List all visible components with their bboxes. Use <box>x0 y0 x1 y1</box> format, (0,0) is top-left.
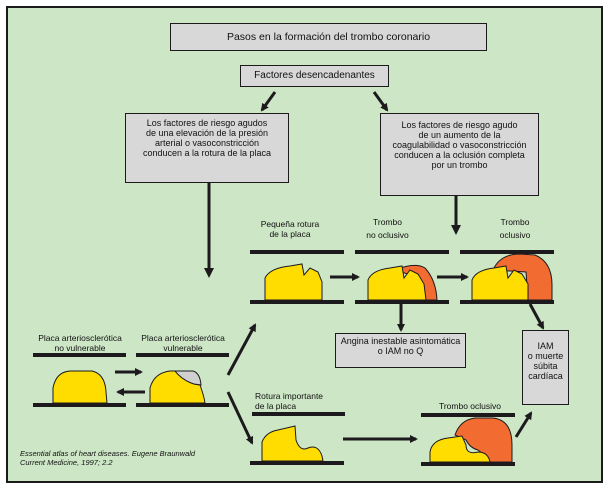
outcome-line: IAM <box>537 341 554 351</box>
plaque-non-occlusive <box>367 265 427 301</box>
vessel-wall-bottom <box>250 300 344 304</box>
plaque-major-rupture <box>261 425 324 462</box>
left-cause-line: arterial o vasoconstricción <box>154 138 260 148</box>
left-cause-line: conducen a la rotura de la placa <box>142 148 272 158</box>
label-line: vulnerable <box>163 343 203 353</box>
citation: Essential atlas of heart diseases. Eugen… <box>20 449 195 467</box>
vessel-wall-top <box>136 353 229 357</box>
outcome-line: cardíaca <box>528 371 563 381</box>
label-line: de la placa <box>269 229 311 239</box>
vessel-wall-top <box>421 413 515 417</box>
diagram-title: Pasos en la formación del trombo coronar… <box>170 23 487 51</box>
plaque-non-vulnerable <box>52 370 108 404</box>
trigger-box: Factores desencadenantes <box>240 65 389 87</box>
right-cause-line: conducen a la oclusión completa <box>394 150 525 160</box>
citation-line: Essential atlas of heart diseases. Eugen… <box>20 449 196 458</box>
label-line: Placa arteriosclerótica <box>141 333 225 343</box>
vessel-wall-bottom <box>460 300 554 304</box>
label-line: de la placa <box>255 401 297 411</box>
arrow-to-small-rupture <box>226 323 257 376</box>
left-cause-line: Los factores de riesgo agudos <box>146 118 268 128</box>
outcome-line: o muerte <box>527 351 564 361</box>
right-cause-box: Los factores de riesgo agudo de un aumen… <box>380 113 539 196</box>
arrow-to-left-cause <box>260 91 277 112</box>
arrow-to-major-rupture <box>226 391 254 445</box>
left-cause-box: Los factores de riesgo agudos de una ele… <box>125 113 289 183</box>
right-cause-line: coagulabilidad o vasoconstricción <box>392 140 527 150</box>
label-line: oclusivo <box>499 230 531 240</box>
thrombus-non-occlusive <box>393 264 438 301</box>
thrombus-occlusive <box>492 253 553 301</box>
plaque-small-rupture <box>264 263 323 301</box>
vessel-wall-bottom <box>250 461 344 465</box>
vessel-wall-top <box>250 250 344 254</box>
citation-line: Current Medicine, 1997; 2.2 <box>20 458 113 467</box>
arrow-to-iam-bottom <box>514 411 533 438</box>
vessel-wall-bottom <box>355 300 449 304</box>
angina-outcome-box: Angina inestable asintomática o IAM no Q <box>335 333 466 368</box>
label-occlusive-bottom: Trombo oclusivo <box>438 401 502 411</box>
vessel-wall-bottom <box>33 403 126 407</box>
plaque-bottom-occlusive <box>429 435 491 463</box>
label-small-rupture: Pequeña rotura de la placa <box>248 219 332 239</box>
thrombus-bottom-occlusive <box>454 417 513 463</box>
right-cause-line: por un trombo <box>431 160 488 170</box>
vessel-wall-bottom <box>136 403 229 407</box>
outcome-line: súbita <box>533 361 558 371</box>
vessel-wall-top <box>33 353 126 357</box>
arrow-to-right-cause <box>372 91 389 112</box>
outcome-line: o IAM no Q <box>377 346 424 356</box>
label-line: Trombo <box>500 217 530 227</box>
label-line: no oclusivo <box>366 230 409 240</box>
plaque-occlusive <box>471 265 529 301</box>
left-cause-line: de una elevación de la presión <box>145 128 269 138</box>
label-occlusive-top: Trombo oclusivo <box>490 216 540 242</box>
label-non-occlusive: Trombo no oclusivo <box>355 216 420 242</box>
iam-outcome-box: IAM o muerte súbita cardíaca <box>522 330 569 405</box>
right-cause-line: de un aumento de la <box>418 130 501 140</box>
outcome-line: Angina inestable asintomática <box>340 336 461 346</box>
label-line: Trombo <box>373 217 402 227</box>
vessel-wall-top <box>252 412 345 416</box>
label-line: no vulnerable <box>54 343 106 353</box>
label-line: Pequeña rotura <box>260 219 320 229</box>
label-line: Rotura importante <box>255 391 324 401</box>
lipid-core <box>173 370 202 386</box>
vessel-wall-top <box>355 250 449 254</box>
vessel-wall-bottom <box>421 462 515 466</box>
right-cause-line: Los factores de riesgo agudo <box>401 120 518 130</box>
arrow-to-iam <box>528 303 545 330</box>
label-major-rupture: Rotura importante de la placa <box>255 391 323 411</box>
label-non-vulnerable: Placa arteriosclerótica no vulnerable <box>30 333 130 353</box>
vessel-wall-top <box>460 250 554 254</box>
label-line: Placa arteriosclerótica <box>38 333 122 343</box>
label-vulnerable: Placa arteriosclerótica vulnerable <box>133 333 233 353</box>
